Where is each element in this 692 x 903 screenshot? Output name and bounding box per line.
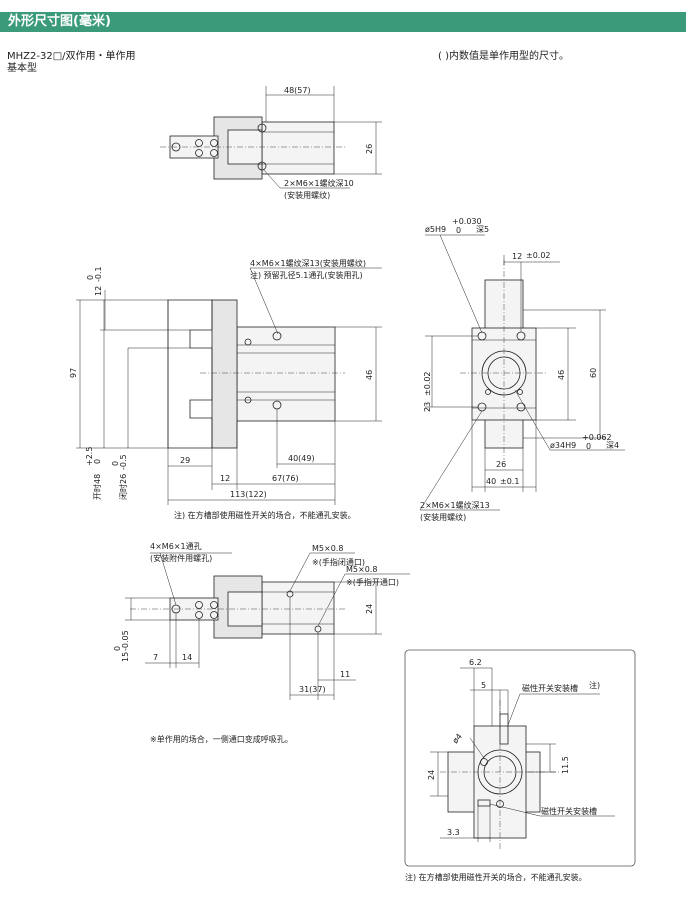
side-dim-12-tol: ±0.02 — [526, 251, 551, 260]
side-callout-pin-tol-up: +0.030 — [452, 217, 482, 226]
dim-26: 26 — [365, 144, 374, 154]
side-dim-40-tol: ±0.1 — [500, 477, 519, 486]
detail-dim-11-5: 11.5 — [561, 756, 570, 774]
top-callout-purpose: (安装用螺纹) — [284, 190, 330, 200]
detail-dim-6-2: 6.2 — [469, 658, 482, 667]
side-callout-pin: ø5H9 — [425, 225, 446, 234]
model-name: MHZ2-32□/双作用・单作用 — [7, 51, 136, 62]
front-dim-12-tol-up: 0 — [86, 275, 95, 280]
bottom-callout-purpose: (安装附件用螺孔) — [150, 553, 212, 563]
side-dim-23-tol: ±0.02 — [423, 371, 432, 396]
front-callout-thread: 4×M6×1螺纹深13(安装用螺纹) — [250, 258, 366, 268]
page-title: 外形尺寸图(毫米) — [0, 12, 686, 32]
detail-dim-24: 24 — [427, 770, 436, 780]
front-dim-40: 40(49) — [288, 454, 315, 463]
bottom-dim-15: 15 — [121, 652, 130, 662]
bottom-callout-thread: 4×M6×1通孔 — [150, 541, 202, 551]
front-dim-29: 29 — [180, 456, 190, 465]
front-dim-113: 113(122) — [230, 490, 267, 499]
top-view: 48(57) 26 2×M6×1螺纹深10 (安装用螺纹) — [160, 86, 382, 200]
single-acting-note: ( )内数值是单作用型的尺寸。 — [438, 51, 569, 62]
side-callout-thread: 2×M6×1螺纹深13 — [420, 500, 490, 510]
model-type: 基本型 — [7, 63, 37, 74]
detail-note: 注) 在方槽部使用磁性开关的场合，不能通孔安装。 — [405, 872, 587, 882]
side-dim-46: 46 — [557, 370, 566, 380]
detail-slot-label-2: 磁性开关安装槽 — [541, 806, 597, 816]
front-dim-46: 46 — [365, 370, 374, 380]
detail-dim-phi4: ø4 — [451, 732, 464, 745]
front-dim-open-tol-up: +2.5 — [85, 447, 94, 466]
bottom-dim-24: 24 — [365, 604, 374, 614]
detail-slot-label-1-note: 注) — [589, 680, 600, 690]
front-dim-67: 67(76) — [272, 474, 299, 483]
front-note: 注) 在方槽部使用磁性开关的场合，不能通孔安装。 — [174, 510, 356, 520]
side-dim-12: 12 — [512, 252, 522, 261]
front-dim-12-tol-lo: -0.1 — [94, 266, 103, 282]
front-dim-12b: 12 — [220, 474, 230, 483]
side-dim-26: 26 — [496, 460, 506, 469]
side-callout-bore-depth: 深4 — [606, 441, 619, 450]
front-dim-open: 开时48 — [92, 474, 102, 500]
dim-48: 48(57) — [284, 86, 311, 95]
front-dim-12: 12 — [94, 286, 103, 296]
bottom-port-2: M5×0.8 — [346, 565, 377, 574]
detail-dim-5: 5 — [481, 681, 486, 690]
side-callout-pin-tol-lo: 0 — [456, 226, 461, 235]
detail-view: 6.2 5 磁性开关安装槽 注) ø4 24 11.5 3.3 磁性开关安装槽 … — [404, 649, 636, 882]
side-callout-pin-depth: 深5 — [476, 225, 489, 234]
front-callout-hole: 注) 预留孔径5.1通孔(安装用孔) — [250, 270, 363, 280]
front-view: 4×M6×1螺纹深13(安装用螺纹) 注) 预留孔径5.1通孔(安装用孔) 12… — [69, 258, 382, 520]
bottom-view: 4×M6×1通孔 (安装附件用螺孔) M5×0.8 ※(手指闭通口) M5×0.… — [113, 541, 410, 744]
bottom-dim-11: 11 — [340, 670, 350, 679]
front-dim-open-tol-lo: 0 — [93, 459, 102, 464]
front-dim-97: 97 — [69, 368, 78, 378]
side-dim-60: 60 — [589, 368, 598, 378]
top-callout-thread: 2×M6×1螺纹深10 — [284, 178, 354, 188]
front-dim-closed: 闭时26 — [118, 474, 128, 500]
bottom-dim-15-tol-lo: -0.05 — [121, 630, 130, 651]
detail-slot-label-1: 磁性开关安装槽 — [522, 683, 578, 693]
front-dim-closed-tol-lo: -0.5 — [119, 454, 128, 470]
front-dim-closed-tol-up: 0 — [111, 461, 120, 466]
side-callout-bore: ø34H9 — [550, 441, 576, 450]
detail-dim-3-3: 3.3 — [447, 828, 460, 837]
bottom-dim-7: 7 — [153, 653, 158, 662]
side-callout-purpose: (安装用螺纹) — [420, 512, 466, 522]
bottom-port-1-note: ※(手指闭通口) — [312, 557, 365, 567]
side-callout-bore-tol-lo: 0 — [586, 442, 591, 451]
bottom-dim-14: 14 — [182, 653, 192, 662]
side-view: ø5H9 +0.030 0 深5 12 ±0.02 46 60 23 ±0.02… — [419, 217, 625, 522]
side-callout-bore-tol-up: +0.062 — [582, 433, 612, 442]
bottom-port-1: M5×0.8 — [312, 544, 343, 553]
side-dim-40: 40 — [486, 477, 496, 486]
bottom-note: ※单作用的场合，一侧通口变成呼吸孔。 — [150, 734, 293, 744]
bottom-dim-31: 31(37) — [299, 685, 326, 694]
bottom-dim-15-tol-up: 0 — [113, 646, 122, 651]
side-dim-23: 23 — [423, 402, 432, 412]
